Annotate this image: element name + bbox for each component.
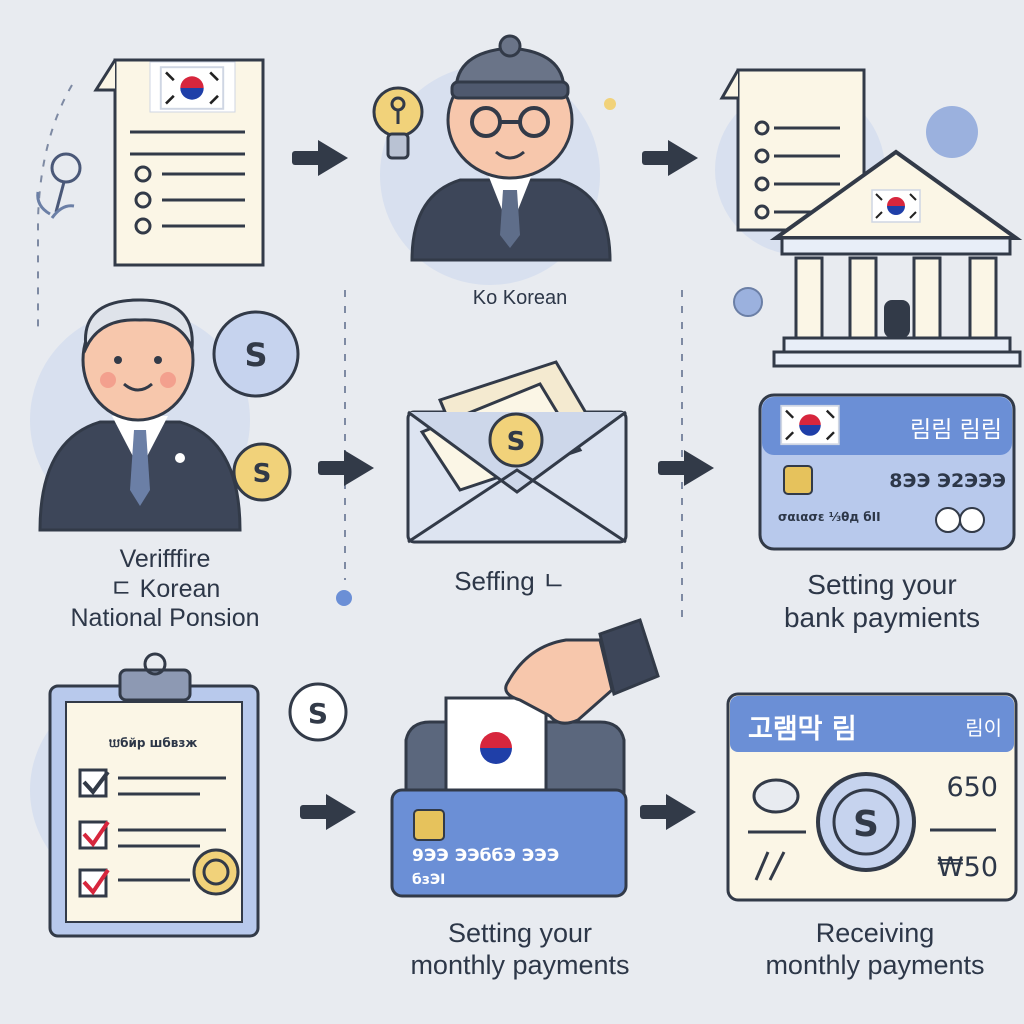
magnifier-icon [36, 152, 82, 219]
bank-building [719, 68, 1023, 368]
svg-text:S: S [853, 804, 879, 845]
hand-icon [504, 618, 660, 725]
svg-text:S: S [308, 697, 328, 730]
svg-text:S: S [244, 336, 267, 374]
checklist-clipboard: S [48, 652, 348, 938]
bank-card [758, 393, 1016, 551]
pension-document [36, 58, 265, 267]
payment-statement: S [726, 692, 1018, 902]
dot-marker [336, 590, 352, 606]
envelope-icon: S [406, 360, 628, 544]
lightbulb-icon [372, 86, 424, 160]
bank-card-number: 8ЭЭ Э2ЭЭЭ [889, 470, 1006, 492]
checklist-header: ឃбйр шбвзж [108, 736, 198, 750]
step-label-line: Verifffire [119, 545, 211, 573]
step-label-receiving-payments: Receiving monthly payments [726, 918, 1024, 982]
bank-card-title: 림림 림림 [910, 417, 1002, 443]
statement-title: 고램막 림 [748, 714, 857, 745]
svg-text:S: S [253, 459, 272, 489]
step-label-line: Setting your [447, 918, 593, 948]
step-label-line: bank paymients [783, 602, 981, 634]
statement-amount-bottom: ₩50 [936, 852, 998, 883]
arrows [292, 140, 714, 830]
pay-card-number: 9ЭЭ ЭЭббЭ ЭЭЭ [412, 846, 560, 866]
step-label-monthly-payments: Setting your monthly payments [360, 918, 680, 982]
retiree-person: S S [38, 298, 300, 532]
step-label-setting: Seffing ㄴ [454, 566, 566, 596]
advisor-person [372, 34, 616, 262]
step-label-line: ㄷ Korean [109, 574, 221, 603]
step-label-line: monthly payments [410, 949, 630, 980]
svg-text:S: S [507, 427, 526, 457]
step-label-line: monthly payments [765, 949, 985, 980]
step-label-bank-payments: Setting your bank paymients [740, 568, 1024, 634]
statement-tag: 림이 [965, 716, 1002, 740]
step-label-line: National Ponsion [70, 604, 260, 632]
step-label-line: Setting your [807, 569, 957, 600]
step-label-korean: Ko Korean [472, 287, 568, 309]
step-label-line: Receiving [815, 918, 935, 948]
card-insertion [390, 618, 660, 898]
statement-amount-top: 650 [946, 772, 998, 803]
pay-card-sub: бзЭІ [412, 872, 446, 888]
dashed-guides [37, 84, 683, 620]
bank-card-footer: σαιασε ⅓θд бІІ [778, 510, 881, 524]
step-label-verify-pension: Verifffire ㄷ Korean National Ponsion [20, 545, 310, 634]
